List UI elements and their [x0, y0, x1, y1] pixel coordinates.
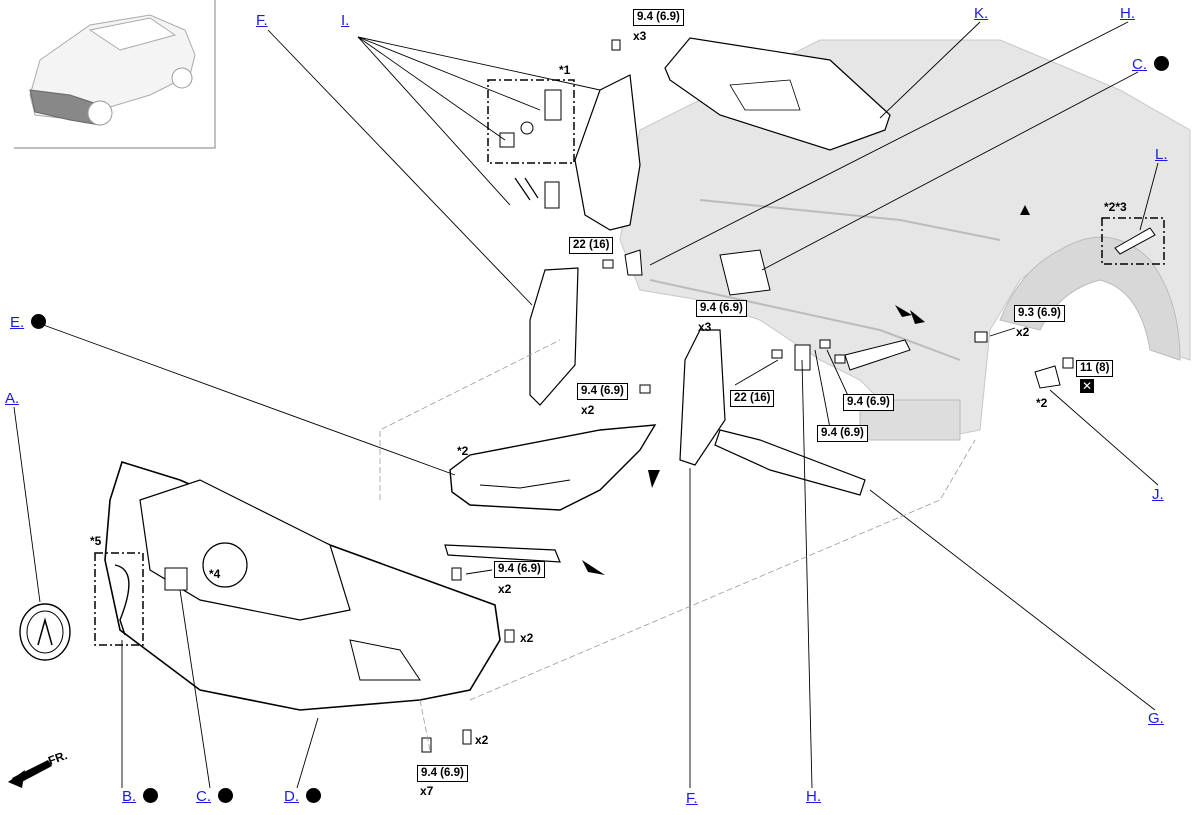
air-guide-right	[679, 329, 726, 466]
callout-c-right[interactable]: C.	[1132, 56, 1169, 73]
torque-spec: 9.4 (6.9)	[417, 765, 468, 782]
quantity-label: x2	[475, 733, 489, 747]
vehicle-thumbnail	[14, 0, 216, 149]
torque-spec: 11 (8)	[1076, 360, 1114, 377]
washer-reservoir	[487, 74, 641, 231]
callout-c-bottom-label[interactable]: C.	[196, 788, 211, 805]
footnote-marker: *2*3	[1104, 200, 1127, 214]
quantity-label: x2	[520, 631, 534, 645]
quantity-label: x2	[1016, 325, 1030, 339]
callout-h-top[interactable]: H.	[1120, 5, 1135, 22]
footnote-marker: *2	[457, 444, 469, 458]
emblem	[19, 603, 71, 661]
note-bullet-icon	[31, 314, 47, 329]
footnote-marker: *2	[1036, 396, 1048, 410]
callout-l[interactable]: L.	[1155, 146, 1168, 163]
torque-spec: 9.4 (6.9)	[843, 394, 894, 411]
torque-spec: 9.4 (6.9)	[817, 425, 868, 442]
note-bullet-icon	[1154, 56, 1169, 71]
torque-spec: 9.4 (6.9)	[494, 561, 545, 578]
torque-spec: 9.4 (6.9)	[696, 300, 747, 317]
vehicle-body-structure	[619, 39, 1191, 441]
callout-f-top[interactable]: F.	[256, 12, 268, 29]
callout-e[interactable]: E.	[10, 314, 47, 331]
leader-lines	[13, 21, 1159, 789]
quantity-label: x7	[420, 784, 434, 798]
callout-g[interactable]: G.	[1148, 710, 1164, 727]
note-bullet-icon	[143, 788, 159, 803]
callout-d[interactable]: D.	[284, 788, 321, 805]
headlight-lower-trim	[444, 544, 561, 563]
callout-i[interactable]: I.	[341, 12, 350, 29]
callout-h-bottom[interactable]: H.	[806, 788, 821, 805]
quantity-label: x2	[498, 582, 512, 596]
callout-j[interactable]: J.	[1152, 486, 1164, 503]
torque-spec: 22 (16)	[569, 237, 614, 254]
torque-spec: 9.4 (6.9)	[577, 383, 628, 400]
note-bullet-icon	[306, 788, 321, 803]
callout-c-bottom[interactable]: C.	[196, 788, 233, 805]
callout-c-right-label[interactable]: C.	[1132, 56, 1147, 73]
direction-arrows	[8, 205, 1030, 788]
quantity-label: x3	[698, 320, 712, 334]
air-guide-left	[529, 267, 579, 406]
torque-spec: 9.3 (6.9)	[1014, 305, 1065, 322]
torque-spec: 22 (16)	[730, 390, 775, 407]
callout-f-bottom[interactable]: F.	[686, 790, 698, 807]
callout-d-label[interactable]: D.	[284, 788, 299, 805]
callout-b[interactable]: B.	[122, 788, 159, 805]
lower-support-beam	[714, 429, 866, 496]
callout-k[interactable]: K.	[974, 5, 989, 22]
quantity-label: x2	[581, 403, 595, 417]
note-bullet-icon	[218, 788, 233, 803]
footnote-marker: *1	[559, 63, 571, 77]
quantity-label: x3	[633, 29, 647, 43]
footnote-marker: *5	[90, 534, 102, 548]
footnote-marker: *4	[209, 567, 221, 581]
callout-e-label[interactable]: E.	[10, 314, 25, 331]
callout-b-label[interactable]: B.	[122, 788, 137, 805]
headlight-assembly	[449, 424, 657, 511]
assembly-lines	[379, 339, 976, 751]
torque-spec: 9.4 (6.9)	[633, 9, 684, 26]
replace-part-icon: ✕	[1080, 379, 1094, 393]
fasteners	[421, 39, 1074, 753]
callout-a[interactable]: A.	[5, 390, 20, 407]
